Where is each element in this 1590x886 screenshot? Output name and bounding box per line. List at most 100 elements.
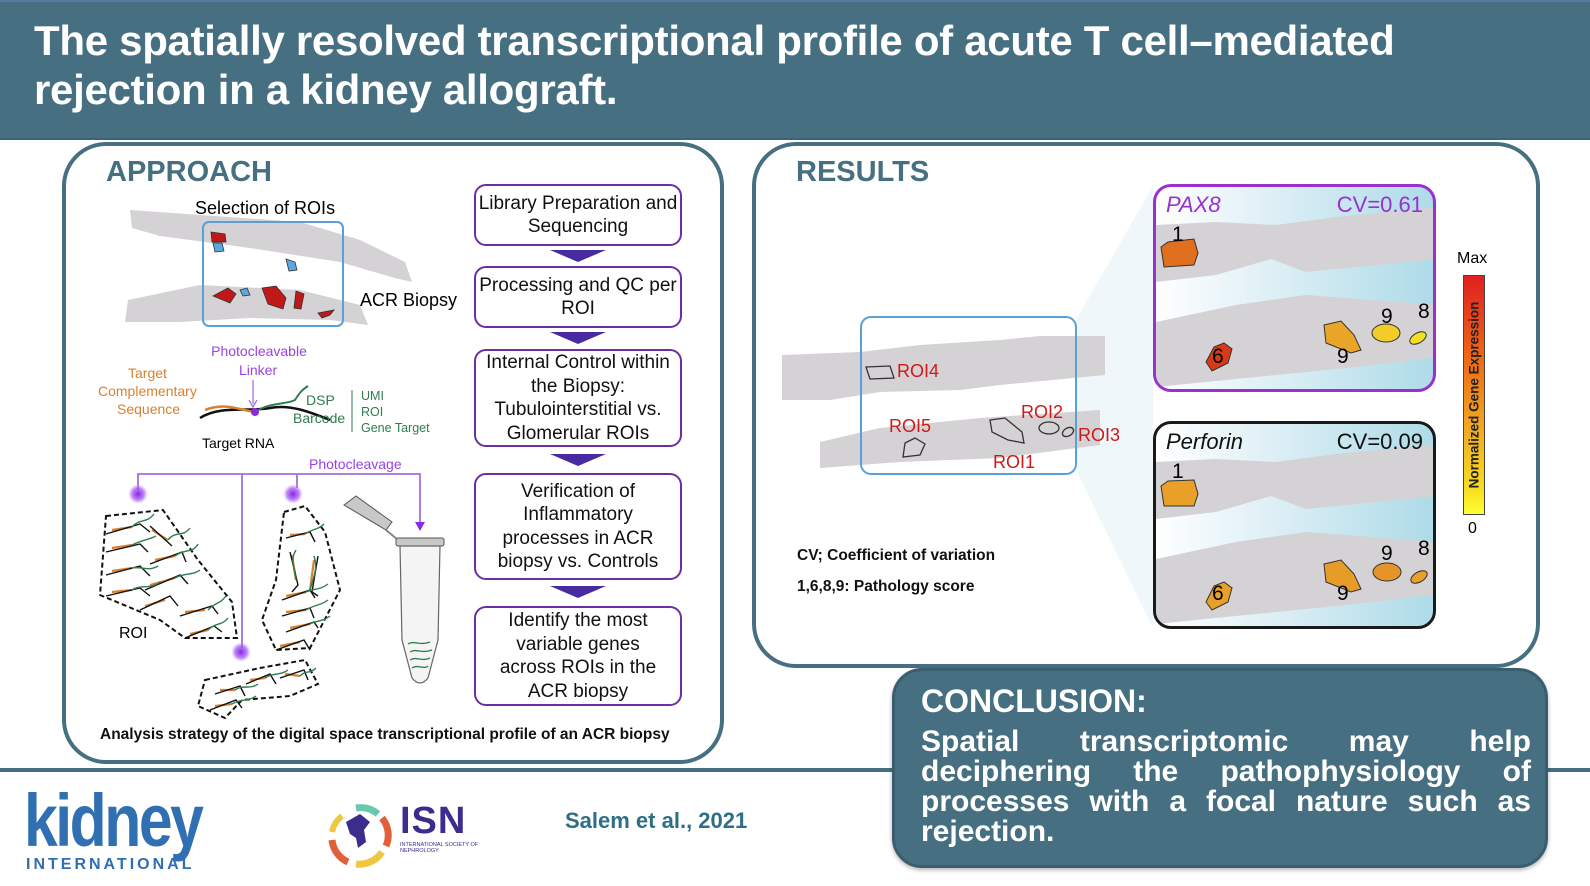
kidney-logo-subtitle: INTERNATIONAL	[26, 856, 195, 873]
target-rna-strand	[199, 405, 331, 422]
selection-of-rois-label: Selection of ROIs	[195, 198, 336, 218]
acr-biopsy-label: ACR Biopsy	[360, 290, 458, 310]
barcode-item-gene-target: Gene Target	[361, 421, 430, 435]
probe-molecules	[105, 513, 331, 711]
roi-red-4	[293, 290, 305, 310]
header-banner: The spatially resolved transcriptional p…	[0, 0, 1590, 140]
kidney-logo-word: kidney	[24, 779, 204, 862]
roi-red-3	[261, 285, 287, 310]
light-source-2	[283, 484, 303, 504]
conclusion-text: Spatial transcriptomic may help decipher…	[921, 725, 1531, 848]
roi3-label: ROI3	[1078, 425, 1121, 445]
roi2-outline	[1038, 421, 1060, 435]
pax8-gene-name: PAX8	[1166, 192, 1221, 217]
dsp-barcode-strand	[254, 385, 309, 413]
note-cv-definition: CV; Coefficient of variation	[797, 547, 996, 564]
flow-step-library-prep: Library Preparation and Sequencing	[474, 184, 682, 246]
flow-arrow-4	[550, 586, 606, 598]
flow-step-verification: Verification of Inflammatory processes i…	[474, 473, 682, 580]
legend-min-label: 0	[1468, 520, 1477, 537]
barcode-label: Barcode	[293, 410, 346, 426]
pax8-cv: CV=0.61	[1336, 192, 1423, 217]
roi4-label: ROI4	[897, 361, 940, 381]
approach-caption: Analysis strategy of the digital space t…	[100, 726, 670, 743]
isn-logo-text: ISN	[400, 800, 467, 842]
footer-divider	[0, 768, 1590, 772]
perforin-score-1: 1	[1172, 460, 1184, 483]
perforin-region-score-9a	[1323, 559, 1362, 593]
overview-tissue-upper	[782, 336, 1105, 400]
pax8-region-score-1	[1160, 238, 1199, 268]
perforin-map	[1156, 444, 1433, 624]
roi-label: ROI	[119, 625, 148, 642]
page-title: The spatially resolved transcriptional p…	[34, 17, 1395, 113]
biopsy-tissue-lower	[125, 285, 368, 325]
flow-arrows	[550, 250, 606, 598]
pax8-map	[1156, 207, 1433, 387]
roi-dashed-outline-2	[260, 504, 342, 652]
flow-arrow-3	[550, 454, 606, 466]
target-rna-label: Target RNA	[202, 435, 275, 451]
pax8-region-score-9b	[1371, 323, 1401, 343]
perforin-cv: CV=0.09	[1336, 429, 1423, 454]
pax8-score-9a: 9	[1337, 345, 1349, 368]
pax8-region-score-9a	[1323, 320, 1362, 354]
roi-blue-3	[239, 287, 251, 297]
roi-blue-1	[212, 242, 225, 253]
gene-panel-pax8: PAX8 CV=0.61 1 6 9 9 8	[1153, 184, 1436, 392]
barcode-item-umi: UMI	[361, 389, 384, 403]
conclusion-title: CONCLUSION:	[921, 683, 1147, 719]
legend-axis-label: Normalized Gene Expression	[1466, 301, 1482, 489]
roi5-outline	[902, 437, 926, 458]
perforin-score-9a: 9	[1337, 582, 1349, 605]
pax8-region-score-6	[1205, 342, 1233, 372]
kidney-international-logo: kidney INTERNATIONAL	[24, 779, 244, 876]
pax8-score-1: 1	[1172, 223, 1184, 246]
pax8-score-8: 8	[1418, 300, 1430, 323]
roi2-label: ROI2	[1021, 402, 1064, 422]
note-pathology-score: 1,6,8,9: Pathology score	[797, 578, 975, 595]
roi5-label: ROI5	[889, 416, 932, 436]
gene-panel-perforin: Perforin CV=0.09 1 6 9 9 8	[1153, 421, 1436, 629]
legend-max-label: Max	[1457, 250, 1488, 267]
flow-step-internal-control: Internal Control within the Biopsy: Tubu…	[474, 349, 682, 447]
perforin-region-score-6	[1205, 581, 1233, 611]
isn-logo: ISN INTERNATIONAL SOCIETY OF NEPHROLOGY	[326, 800, 486, 870]
results-title: RESULTS	[796, 156, 930, 188]
barcode-item-roi: ROI	[361, 405, 384, 419]
photocleavage-label: Photocleavage	[309, 456, 402, 472]
roi-red-1	[210, 231, 227, 243]
pax8-score-6: 6	[1212, 345, 1224, 368]
roi-red-5	[317, 309, 335, 319]
roi-blue-2	[285, 258, 298, 272]
overview-tissue-lower	[820, 410, 1100, 468]
flow-arrow-1	[550, 250, 606, 262]
flow-step-processing-qc: Processing and QC per ROI	[474, 266, 682, 328]
photocleavable-label: Photocleavable	[211, 343, 307, 359]
light-source-1	[128, 484, 148, 504]
roi1-outline	[989, 417, 1025, 444]
target-seq-label-2: Complementary	[98, 383, 197, 399]
roi-red-2	[212, 287, 237, 304]
roi1-label: ROI1	[993, 452, 1036, 472]
biopsy-tissue-upper	[130, 210, 412, 282]
perforin-region-score-1	[1160, 479, 1199, 507]
roi3-outline	[1061, 426, 1075, 438]
conclusion-box: CONCLUSION: Spatial transcriptomic may h…	[892, 668, 1548, 868]
overview-frame	[860, 316, 1077, 475]
isn-emblem-icon	[328, 804, 392, 868]
roi-dashed-outline-1	[98, 508, 239, 639]
collection-tube-icon	[343, 495, 445, 684]
perforin-score-6: 6	[1212, 582, 1224, 605]
perforin-gene-name: Perforin	[1166, 429, 1244, 454]
perforin-score-9b: 9	[1381, 542, 1393, 565]
pax8-region-score-8	[1409, 331, 1427, 345]
photocleavage-connector	[137, 473, 421, 525]
approach-title: APPROACH	[106, 156, 272, 188]
isn-logo-subtitle: INTERNATIONAL SOCIETY OF NEPHROLOGY	[400, 842, 479, 854]
target-seq-label-1: Target	[128, 365, 167, 381]
linker-label: Linker	[239, 362, 278, 378]
zoom-projection	[1077, 186, 1153, 628]
perforin-region-score-9b	[1372, 562, 1402, 582]
